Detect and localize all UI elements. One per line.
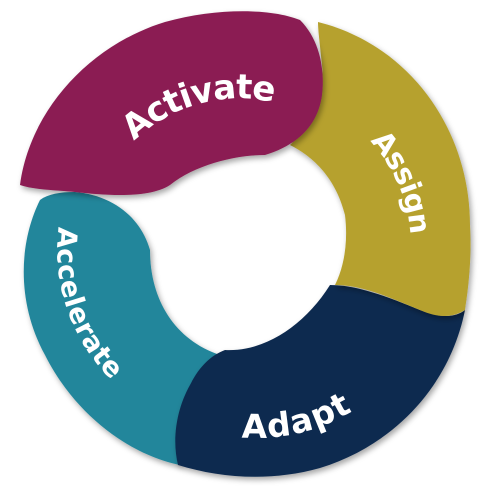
segment-activate-shape	[20, 11, 323, 196]
segment-accelerate: Accelerate	[23, 192, 220, 465]
segment-activate: Activate	[20, 11, 323, 196]
segment-adapt: Adapt	[175, 285, 466, 477]
segment-adapt-shape	[175, 285, 466, 477]
segment-assign-shape	[290, 22, 471, 316]
segment-accelerate-shape	[23, 192, 220, 465]
segment-assign: Assign	[290, 22, 471, 316]
